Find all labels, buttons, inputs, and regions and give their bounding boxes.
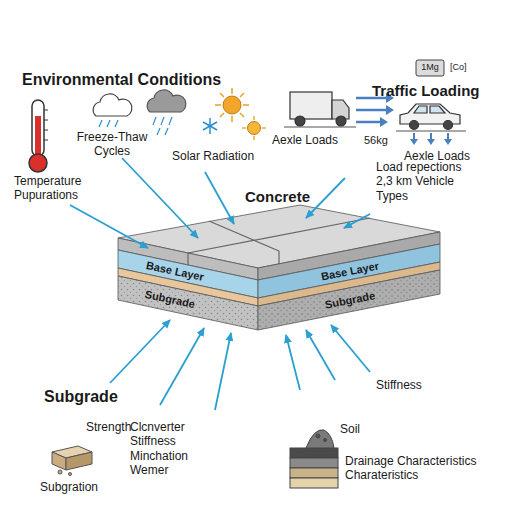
condition-label: Temperature Pupurations [14, 174, 114, 203]
rain-cloud-icon [147, 90, 186, 135]
thermometer-icon [29, 100, 48, 172]
section-heading: Traffic Loading [372, 82, 506, 100]
car-icon [396, 104, 466, 131]
load-label: Aexle Loads [272, 133, 362, 147]
cloud-icon [93, 94, 132, 127]
truck-icon [284, 92, 356, 127]
pavement-slab [118, 205, 440, 330]
condition-label: Solar Radiation [172, 149, 272, 163]
strength-block-icon [52, 446, 92, 476]
property-label: Soil [340, 422, 390, 436]
property-label: Subgration [40, 480, 140, 494]
soil-icon [290, 430, 338, 488]
layer-label: Subgrade [144, 288, 196, 310]
weight-label: [Co] [450, 62, 490, 73]
property-label: Drainage Characteristics Charateristics [345, 454, 495, 483]
layer-label: Base Layer [320, 260, 380, 283]
wheel-load-arrows [410, 133, 452, 145]
load-note: Load repections 2,3 km Vehicle Types [376, 160, 476, 203]
load-value: 56kg [364, 134, 404, 147]
property-label: Stiffness [376, 378, 466, 392]
layer-heading: Concrete [245, 188, 310, 205]
condition-label: Freeze-Thaw Cycles [72, 130, 152, 159]
property-label: Clcnverter Stiffness Minchation Wemer [130, 420, 210, 478]
weight-box [416, 60, 444, 76]
snowflake-icon [203, 118, 217, 134]
section-heading: Environmental Conditions [22, 70, 262, 89]
layer-label: Subgrade [324, 289, 376, 310]
sun-icon [215, 88, 249, 122]
leader-arrows [70, 158, 370, 410]
layer-label: Base Layer [145, 259, 205, 283]
weight-label: 1Mg [416, 62, 444, 73]
section-heading: Subgrade [44, 387, 154, 406]
base-layer-band: Base Layer Base Layer [118, 238, 440, 330]
subgrade-band: Subgrade Subgrade [118, 238, 440, 330]
sun-icon [242, 116, 266, 140]
